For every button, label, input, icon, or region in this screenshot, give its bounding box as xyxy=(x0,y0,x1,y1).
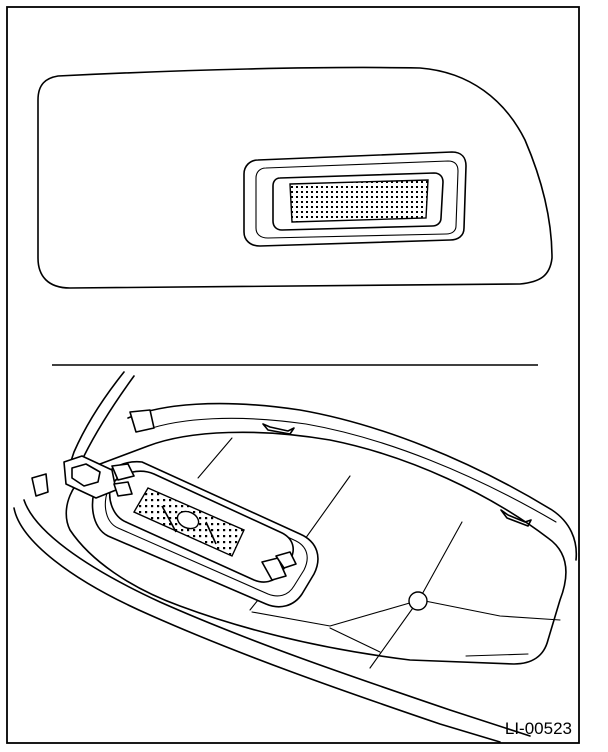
lamp-clip-right-tab xyxy=(275,551,297,569)
panel-seam-5 xyxy=(329,627,381,653)
wire-harness xyxy=(67,371,125,471)
bulb-holder-right xyxy=(205,521,217,545)
room-lamp-installed-view xyxy=(13,371,578,743)
lamp-clip-right xyxy=(261,557,287,581)
roof-trim-outer xyxy=(13,507,501,743)
wire-harness-second xyxy=(75,375,135,473)
frame-border xyxy=(6,6,580,744)
connector-terminal-1 xyxy=(111,463,135,481)
lamp-bezel-outer xyxy=(243,151,467,247)
panel-seam-4 xyxy=(251,599,561,627)
roof-molding-upper xyxy=(127,402,578,561)
panel-seam-6 xyxy=(465,653,529,657)
molding-clip-2 xyxy=(500,509,532,527)
headliner-panel xyxy=(65,431,567,665)
left-bracket xyxy=(129,409,155,433)
lamp-bulb xyxy=(176,510,200,530)
lamp-lens xyxy=(289,179,429,223)
lamp-frame xyxy=(272,172,444,231)
connector-terminal-2 xyxy=(113,481,133,497)
mounting-hole xyxy=(408,591,428,611)
panel-seam-1 xyxy=(197,437,233,479)
bulb-holder-left xyxy=(161,505,177,533)
lamp-bezel-mid xyxy=(255,160,459,239)
trim-panel xyxy=(37,66,553,289)
roof-trim-outer-inner-edge xyxy=(23,499,531,737)
roof-molding-upper-inner xyxy=(145,417,557,523)
figure-code: LI-00523 xyxy=(505,719,572,738)
molding-clip-1 xyxy=(262,423,295,435)
connector-latch xyxy=(71,463,101,487)
room-lamp-front-view xyxy=(37,66,553,289)
corner-clip-left xyxy=(31,473,49,497)
